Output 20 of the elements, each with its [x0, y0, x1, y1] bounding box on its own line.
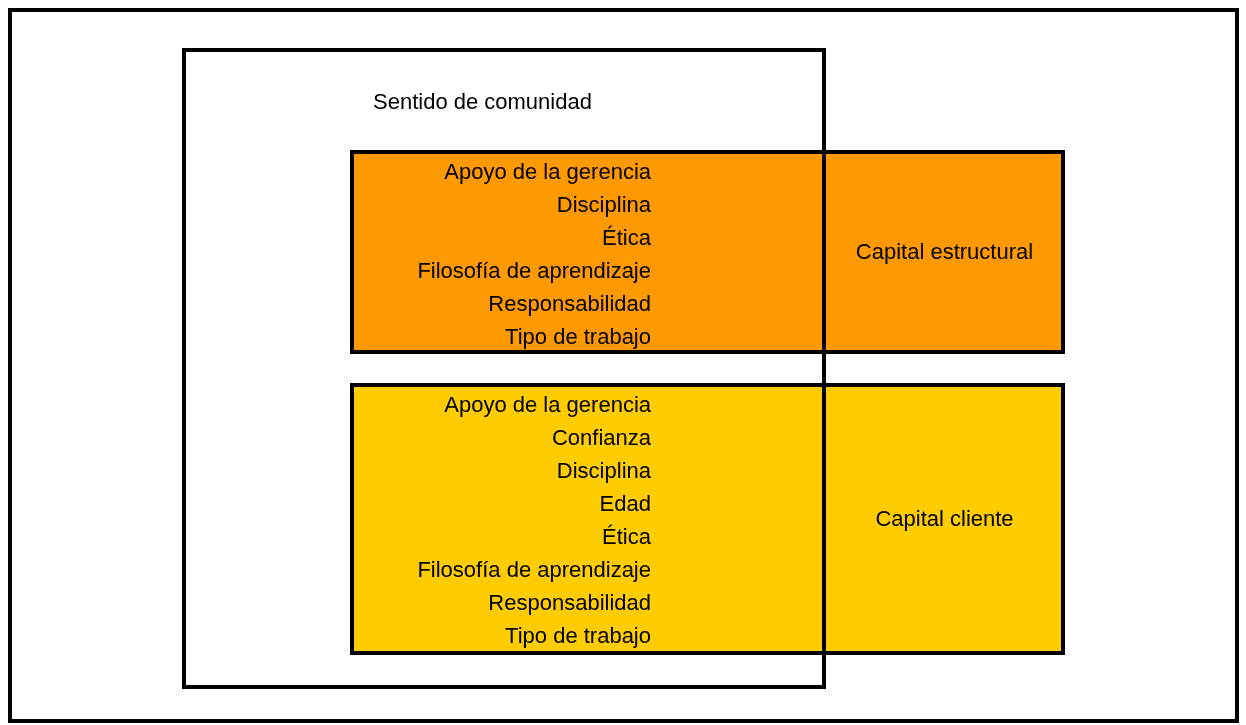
frame-heading: Sentido de comunidad	[373, 88, 592, 116]
client-capital-band	[350, 383, 1065, 655]
factor-item: Apoyo de la gerencia	[444, 391, 651, 419]
factor-item: Responsabilidad	[488, 290, 651, 318]
factor-item: Filosofía de aprendizaje	[417, 556, 651, 584]
community-frame	[182, 48, 826, 689]
factor-item: Filosofía de aprendizaje	[417, 257, 651, 285]
factor-item: Ética	[602, 523, 651, 551]
factor-item: Disciplina	[556, 191, 651, 219]
factor-item: Tipo de trabajo	[505, 622, 651, 650]
capital-label: Capital estructural	[855, 238, 1034, 266]
factor-item: Tipo de trabajo	[505, 323, 651, 351]
factor-item: Edad	[599, 490, 651, 518]
factor-item: Apoyo de la gerencia	[444, 158, 651, 186]
factor-item: Ética	[602, 224, 651, 252]
structural-capital-band	[350, 150, 1065, 354]
factor-item: Responsabilidad	[488, 589, 651, 617]
capital-label: Capital cliente	[875, 505, 1014, 533]
factor-item: Confianza	[551, 424, 651, 452]
factor-item: Disciplina	[556, 457, 651, 485]
